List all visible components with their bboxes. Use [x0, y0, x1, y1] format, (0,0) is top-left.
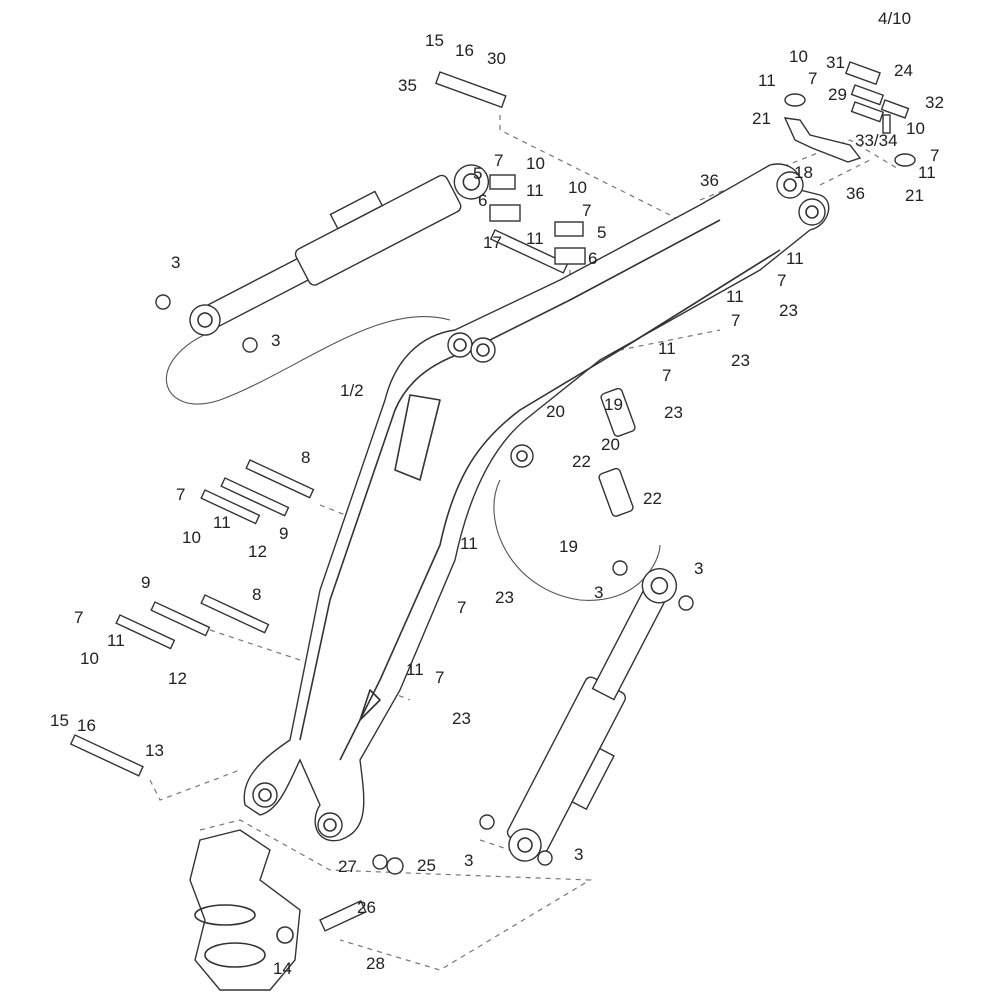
callout: 3	[574, 845, 583, 864]
arm-cylinder-lower	[506, 568, 678, 862]
callout: 16	[455, 41, 474, 60]
callout: 18	[794, 163, 813, 182]
callout: 8	[301, 448, 310, 467]
callout: 35	[398, 76, 417, 95]
callout: 7	[662, 366, 671, 385]
callout: 19	[604, 395, 623, 414]
callout: 10	[568, 178, 587, 197]
callout: 5	[597, 223, 606, 242]
callout: 7	[435, 668, 444, 687]
callout: 22	[643, 489, 662, 508]
callout: 20	[601, 435, 620, 454]
small-parts	[69, 61, 916, 932]
callout: 15	[50, 711, 69, 730]
callout: 7	[582, 201, 591, 220]
callout: 31	[826, 53, 845, 72]
callout: 23	[452, 709, 471, 728]
callout: 22	[572, 452, 591, 471]
callout: 7	[457, 598, 466, 617]
boom	[243, 163, 830, 842]
callout: 26	[357, 898, 376, 917]
callout: 36	[846, 184, 865, 203]
callout: 7	[731, 311, 740, 330]
callout: 5	[473, 164, 482, 183]
callout: 11	[460, 534, 478, 553]
callout: 6	[478, 191, 487, 210]
callout: 11	[758, 71, 776, 90]
callout: 3	[594, 583, 603, 602]
callout: 8	[252, 585, 261, 604]
callout: 14	[273, 959, 292, 978]
callout: 20	[546, 402, 565, 421]
callout: 10	[182, 528, 201, 547]
callout: 16	[77, 716, 96, 735]
callout: 29	[828, 85, 847, 104]
callout: 11	[406, 660, 424, 679]
callout: 11	[107, 631, 125, 650]
callout: 17	[483, 233, 502, 252]
callout: 11	[526, 229, 544, 248]
callout: 3	[694, 559, 703, 578]
callout: 36	[700, 171, 719, 190]
callout: 7	[494, 151, 503, 170]
callout: 9	[279, 524, 288, 543]
callout: 24	[894, 61, 913, 80]
callout: 11	[213, 513, 231, 532]
callout: 21	[752, 109, 771, 128]
swing-bracket	[189, 829, 301, 991]
callout: 11	[726, 287, 744, 306]
callout: 3	[171, 253, 180, 272]
callout: 10	[906, 119, 925, 138]
callout: 10	[526, 154, 545, 173]
callout: 12	[248, 542, 267, 561]
callout: 11	[658, 339, 676, 358]
callout: 21	[905, 186, 924, 205]
callout: 7	[176, 485, 185, 504]
callout: 23	[664, 403, 683, 422]
callout: 30	[487, 49, 506, 68]
callout: 10	[789, 47, 808, 66]
callout: 7	[74, 608, 83, 627]
callout: 3	[464, 851, 473, 870]
callout: 4/10	[878, 9, 911, 28]
callout: 11	[786, 249, 804, 268]
callout: 25	[417, 856, 436, 875]
callout: 12	[168, 669, 187, 688]
callout: 33/34	[855, 131, 898, 150]
callout: 7	[777, 271, 786, 290]
callout: 11	[526, 181, 544, 200]
callout: 7	[808, 69, 817, 88]
callout: 1/2	[340, 381, 364, 400]
callout: 7	[930, 146, 939, 165]
callout: 19	[559, 537, 578, 556]
callout: 23	[731, 351, 750, 370]
callout: 28	[366, 954, 385, 973]
callout: 23	[779, 301, 798, 320]
callout: 27	[338, 857, 357, 876]
callout: 10	[80, 649, 99, 668]
boom-cylinder-upper	[189, 164, 490, 336]
callout-labels: 4/10 24 10 11 7 31 29 32 21 33/34 10 7 1…	[50, 9, 944, 978]
callout: 9	[141, 573, 150, 592]
callout: 11	[918, 163, 936, 182]
callout: 32	[925, 93, 944, 112]
callout: 13	[145, 741, 164, 760]
callout: 15	[425, 31, 444, 50]
callout: 23	[495, 588, 514, 607]
callout: 3	[271, 331, 280, 350]
callout: 6	[588, 249, 597, 268]
